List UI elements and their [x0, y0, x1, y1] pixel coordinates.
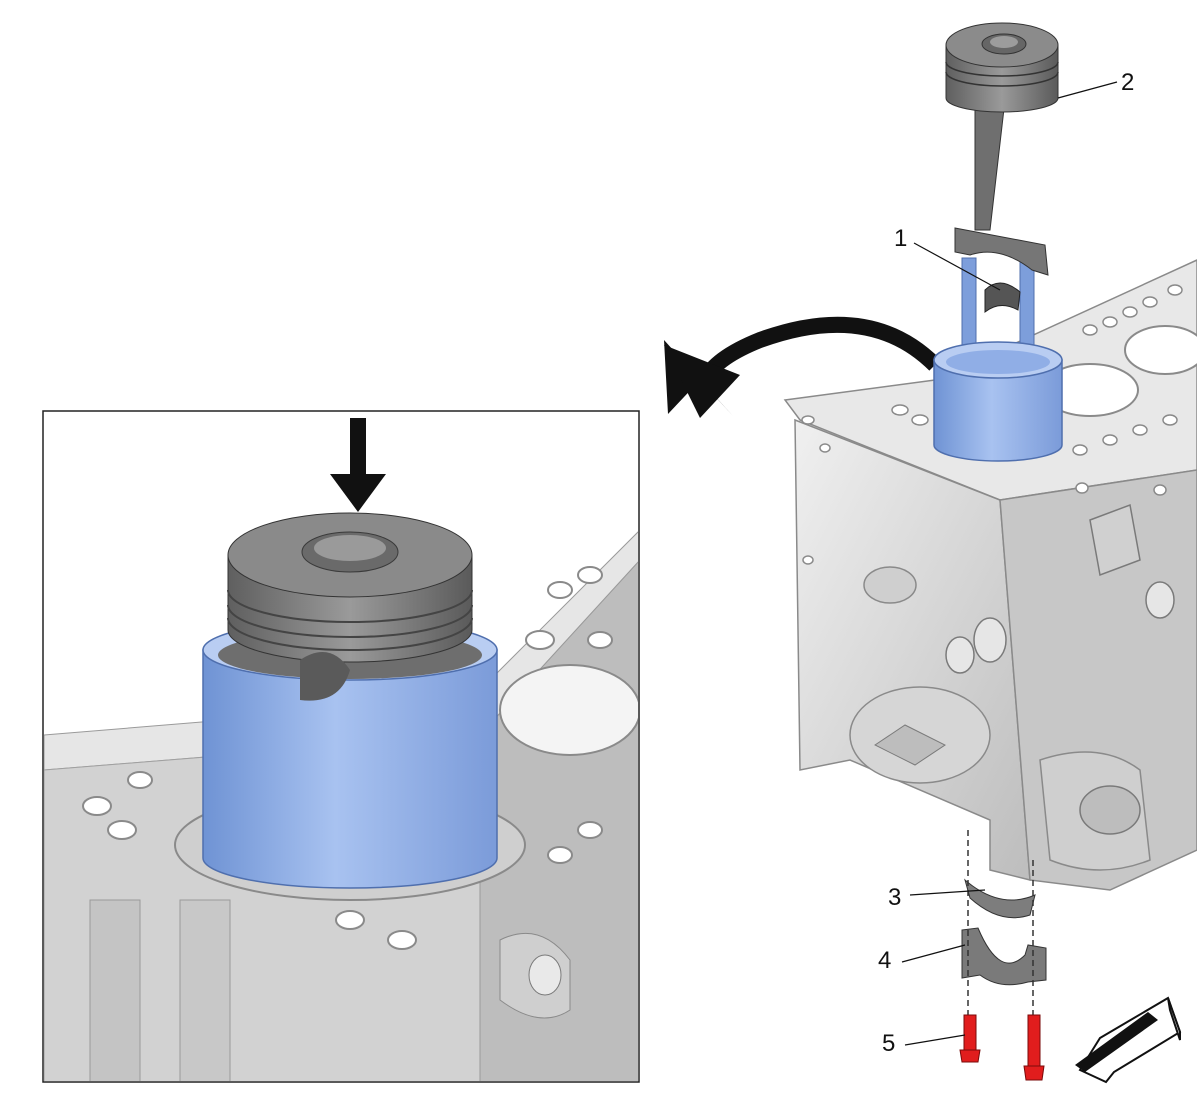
curved-arrow-icon [664, 316, 941, 418]
callout-5: 5 [882, 1030, 895, 1057]
inset-piston [227, 512, 473, 701]
callout-3: 3 [888, 884, 901, 911]
alignment-lines [967, 830, 1034, 1020]
callout-2: 2 [1121, 69, 1134, 96]
cap-bolt-left [959, 1014, 981, 1063]
callout-numbers: 1 2 3 4 5 [878, 69, 1134, 1057]
piston [945, 22, 1059, 113]
view-direction-arrow-icon [1075, 996, 1182, 1084]
push-down-arrow-icon [330, 418, 386, 512]
connecting-rod [954, 99, 1049, 314]
cap-bolt-right [1023, 1014, 1045, 1081]
connecting-rod-cap [961, 927, 1047, 986]
callout-4: 4 [878, 947, 891, 974]
callout-leaders [901, 81, 1118, 1046]
upper-bearing-shell [964, 878, 1036, 919]
ring-compressor-tool [933, 257, 1063, 462]
detail-inset [42, 410, 640, 1083]
callout-1: 1 [894, 225, 907, 252]
